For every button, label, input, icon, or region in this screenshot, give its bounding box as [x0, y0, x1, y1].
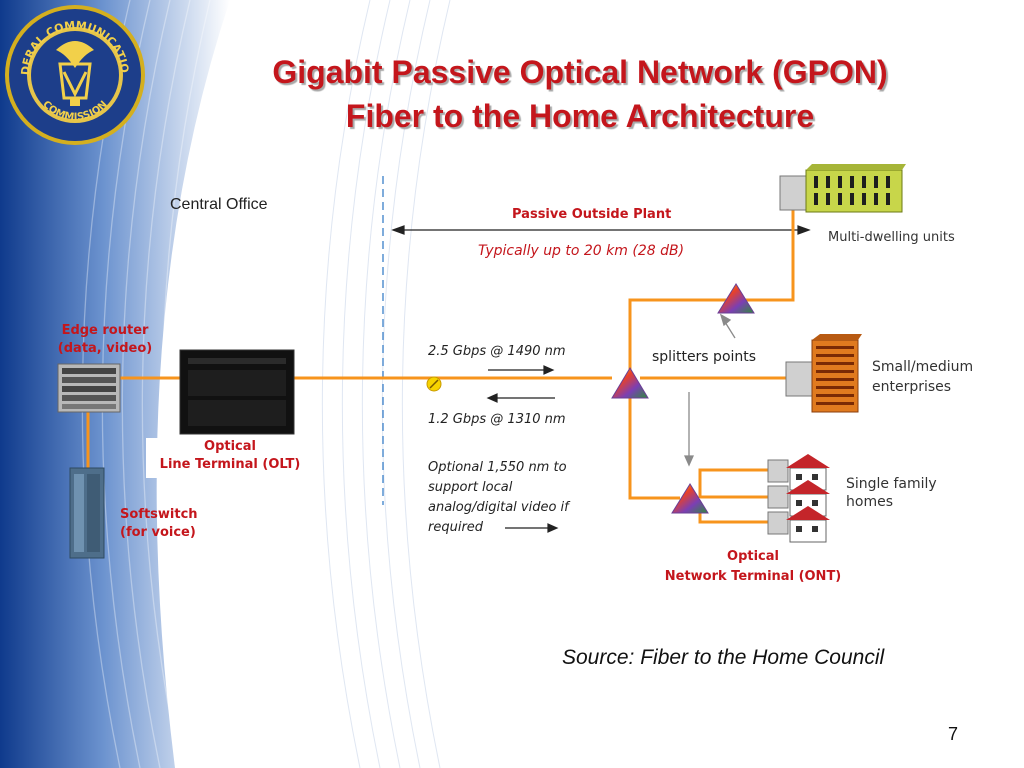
optional-video-note-line-4: required: [428, 520, 484, 535]
ont-label-line-1: Optical: [727, 549, 779, 564]
olt-label-line-1: Optical: [204, 439, 256, 454]
softswitch-label-line-1: Softswitch: [120, 507, 198, 522]
passive-outside-plant-label: Passive Outside Plant: [512, 207, 672, 222]
splitter-pointer-arrow-lower: [683, 392, 695, 467]
splitter-prism-icon-main: [611, 367, 649, 399]
ont-label-line-2: Network Terminal (ONT): [664, 569, 842, 584]
optional-video-note-line-3: analog/digital video if: [428, 500, 569, 515]
edge-router-label-line-1: Edge router: [61, 323, 149, 338]
olt-label-line-2: Line Terminal (OLT): [159, 457, 301, 472]
enterprise-label-line-1: Small/medium: [872, 359, 974, 375]
page-number: 7: [948, 724, 959, 744]
upstream-arrow-icon: [486, 393, 555, 403]
enterprise-building-icon: [785, 334, 862, 413]
fcc-seal-logo: FEDERAL COMMUNICATIONS COMMISSION: [4, 2, 145, 145]
downstream-arrow-icon: [488, 365, 555, 375]
optional-video-note-line-1: Optional 1,550 nm to: [428, 460, 567, 475]
splitter-prism-icon-upper: [717, 283, 755, 314]
splitter-prism-icon-lower: [671, 483, 709, 514]
splitters-label: splitters points: [652, 349, 757, 365]
softswitch-icon: [69, 467, 105, 559]
distance-label: Typically up to 20 km (28 dB): [478, 243, 685, 259]
edge-router-label-line-2: (data, video): [57, 341, 153, 356]
optional-video-note-line-2: support local: [428, 480, 513, 495]
optional-video-note: Optional 1,550 nm to support local analo…: [428, 458, 569, 538]
downstream-rate-label: 2.5 Gbps @ 1490 nm: [428, 344, 566, 359]
slide-title-line-1: Gigabit Passive Optical Network (GPON): [272, 54, 888, 90]
homes-label-line-2: homes: [846, 494, 893, 510]
upstream-rate-label: 1.2 Gbps @ 1310 nm: [428, 412, 566, 427]
splitter-pointer-arrow-upper: [719, 313, 736, 339]
video-arrow-icon: [505, 523, 559, 533]
homes-label-line-1: Single family: [846, 476, 937, 492]
softswitch-label-line-2: (for voice): [120, 525, 196, 540]
slide-title-line-2: Fiber to the Home Architecture: [345, 98, 815, 134]
enterprise-label-line-2: enterprises: [872, 379, 952, 395]
central-office-label: Central Office: [170, 196, 268, 213]
passive-plant-span-arrow: [391, 225, 811, 235]
mdu-building-icon: [779, 164, 906, 213]
olt-label-box: Optical Line Terminal (OLT): [146, 438, 314, 478]
olt-icon: [179, 349, 295, 435]
edge-router-icon: [57, 363, 121, 413]
mdu-label: Multi-dwelling units: [828, 230, 955, 245]
fiber-connector-icon: [426, 376, 442, 392]
source-citation: Source: Fiber to the Home Council: [562, 646, 885, 669]
single-family-homes-icon: [767, 454, 830, 543]
